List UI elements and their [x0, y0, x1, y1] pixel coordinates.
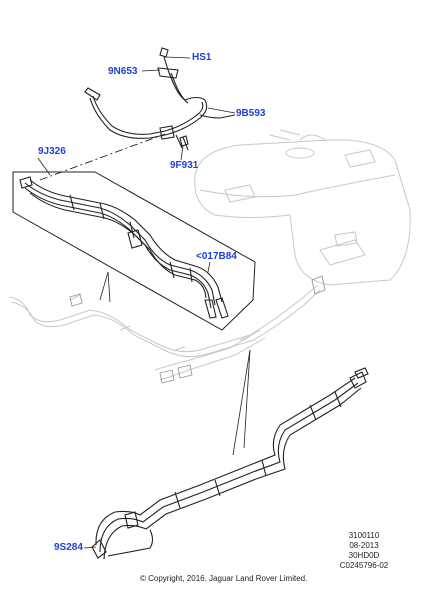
dashdot-leader [39, 133, 166, 181]
copyright-notice: © Copyright, 2016. Jaguar Land Rover Lim… [140, 574, 308, 583]
callout-017b84[interactable]: <017B84 [196, 251, 237, 262]
top-leaders [141, 56, 236, 161]
callout-9b593[interactable]: 9B593 [236, 108, 266, 119]
underbody-lines-ghost [9, 284, 321, 381]
callout-9f931[interactable]: 9F931 [170, 160, 199, 171]
drawing-meta: 3100110 08-2013 30HD0D C0245796-02 [336, 532, 392, 570]
callout-hs1[interactable]: HS1 [192, 52, 212, 63]
meta-line-1: 3100110 [348, 531, 380, 540]
meta-line-2: 08-2013 [349, 541, 379, 550]
inset-leaders [99, 271, 251, 456]
s9s284-leader [83, 546, 97, 549]
meta-line-3: 30HD0D [348, 551, 380, 560]
inset-pipe-bundle [19, 176, 229, 319]
meta-line-4: C0245796-02 [339, 561, 389, 570]
lower-pipe-assembly [91, 367, 369, 560]
callout-9n653[interactable]: 9N653 [108, 66, 138, 77]
detail-frame [12, 171, 256, 331]
callout-9s284[interactable]: 9S284 [54, 542, 83, 553]
sensor-harness [84, 47, 236, 151]
callout-9j326[interactable]: 9J326 [38, 146, 66, 157]
mid-connectors-ghost [69, 275, 326, 384]
b017b84-leader [207, 261, 211, 273]
fuel-tank-ghost [194, 129, 411, 286]
